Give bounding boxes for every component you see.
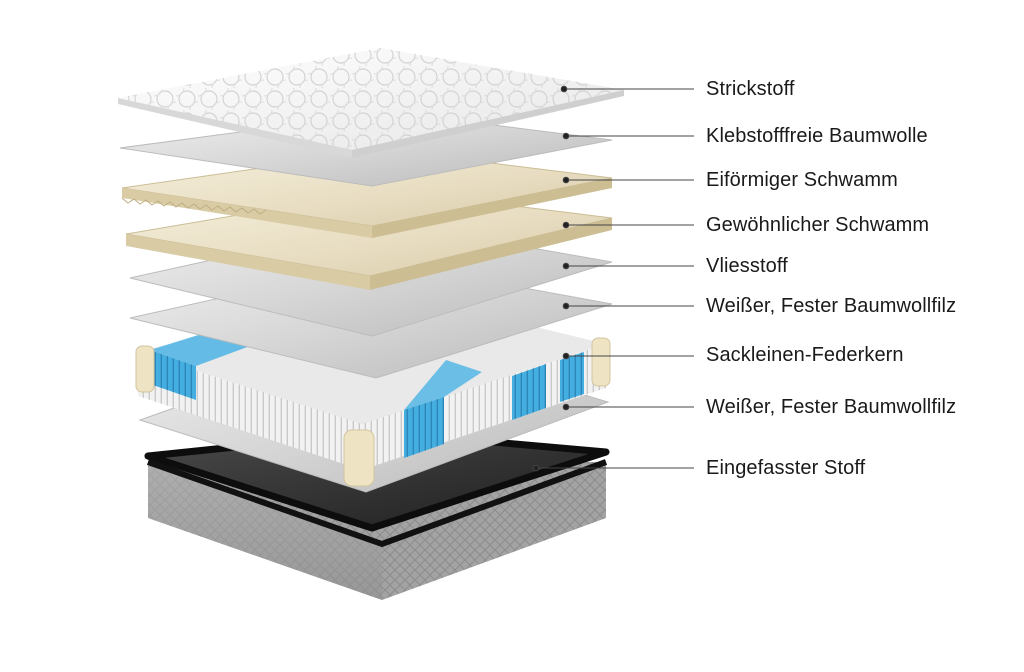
label-weisser-fester-baumwollfilz-upper: Weißer, Fester Baumwollfilz <box>706 295 957 317</box>
label-eifoermiger-schwamm: Eiförmiger Schwamm <box>706 169 898 191</box>
leader-lines <box>532 85 694 472</box>
label-strickstoff: Strickstoff <box>706 78 795 100</box>
label-weisser-fester-baumwollfilz-lower: Weißer, Fester Baumwollfilz <box>706 396 957 418</box>
layer-strickstoff <box>118 48 624 158</box>
label-klebstofffreie-baumwolle: Klebstofffreie Baumwolle <box>706 125 928 147</box>
label-sackleinen-federkern: Sackleinen-Federkern <box>706 344 904 366</box>
label-vliesstoff: Vliesstoff <box>706 255 788 277</box>
label-eingefasster-stoff: Eingefasster Stoff <box>706 457 866 479</box>
layer-eifoermiger-schwamm <box>121 149 613 238</box>
label-gewoehnlicher-schwamm: Gewöhnlicher Schwamm <box>706 214 930 236</box>
